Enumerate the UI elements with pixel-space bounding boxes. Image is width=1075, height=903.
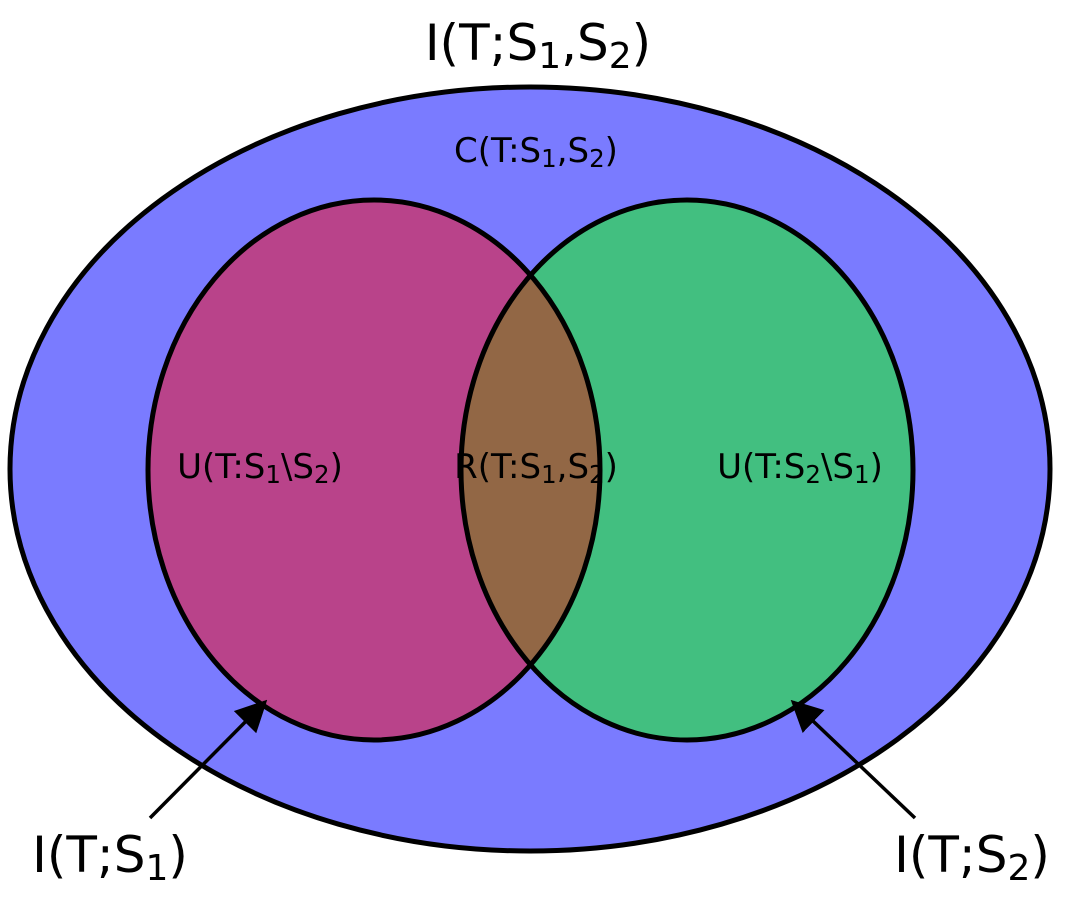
arrow-s1 <box>148 699 268 820</box>
arrow-s2 <box>790 699 917 820</box>
label-mi-s2: I(T;S2) <box>894 826 1050 889</box>
left-circle-outline <box>145 197 603 743</box>
right-circle-outline <box>458 197 916 743</box>
label-unique-s1: U(T:S1\S2) <box>177 447 343 489</box>
label-unique-s2: U(T:S2\S1) <box>717 447 883 489</box>
label-complementary: C(T:S1,S2) <box>454 131 618 173</box>
label-mi-s1: I(T;S1) <box>32 826 188 889</box>
label-redundant: R(T:S1,S2) <box>454 447 618 489</box>
left-circle <box>148 200 600 740</box>
right-circle <box>461 200 913 740</box>
label-total-mi: I(T;S1,S2) <box>425 14 651 77</box>
